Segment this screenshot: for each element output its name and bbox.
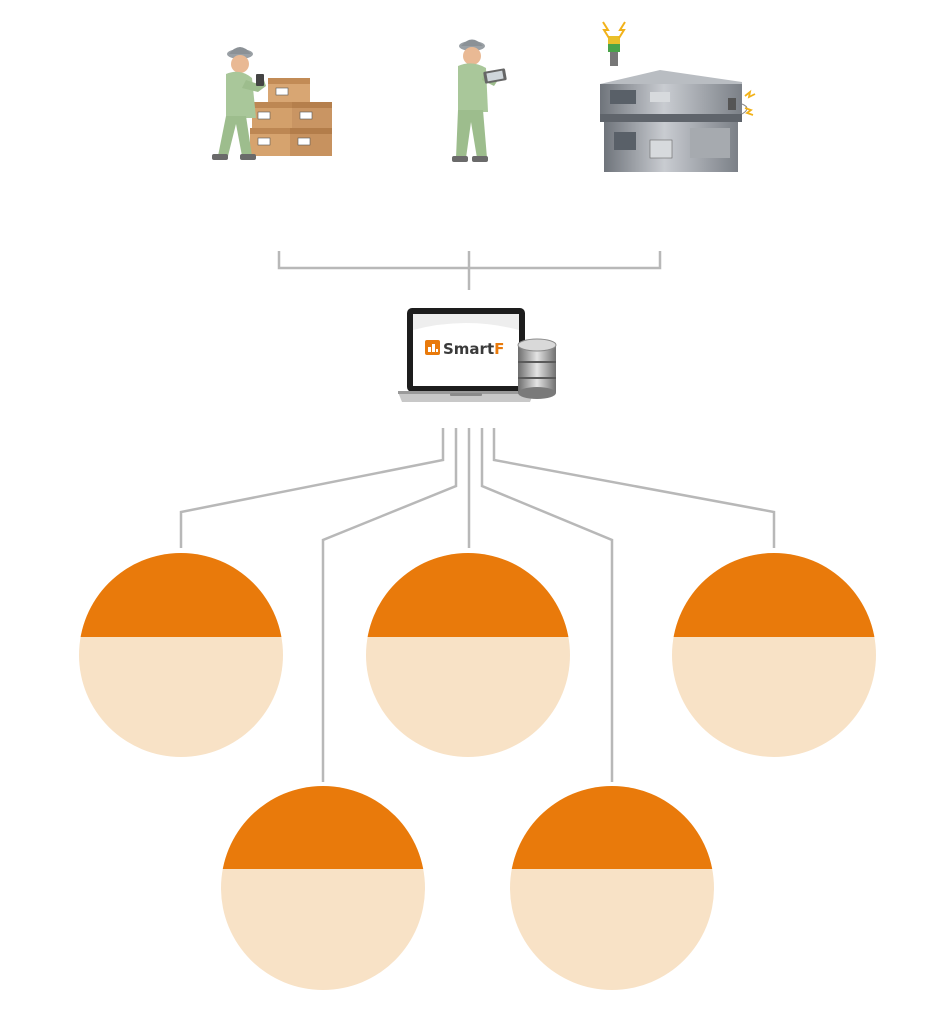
factory-machine-with-sensor-icon — [600, 21, 756, 172]
laptop-with-database-icon: SmartF — [398, 308, 557, 402]
output-circle-5 — [510, 786, 714, 990]
source-connector — [277, 251, 662, 290]
database-cylinder — [517, 338, 557, 399]
connector-to-circle-4 — [321, 428, 458, 782]
output-circle-4 — [221, 786, 425, 990]
connector-to-circle-5 — [480, 428, 614, 782]
logo-text-main: Smart — [443, 340, 494, 358]
worker-with-tablet-icon — [452, 39, 507, 162]
logo-text-accent: F — [494, 340, 504, 358]
worker-figure — [212, 47, 266, 160]
output-connectors — [179, 428, 776, 782]
output-circle-3 — [672, 553, 876, 757]
worker-scanning-boxes-icon — [212, 47, 332, 160]
output-circle-1 — [79, 553, 283, 757]
smartf-logo: SmartF — [425, 340, 504, 358]
cardboard-boxes — [250, 78, 332, 156]
svg-text:SmartF: SmartF — [443, 340, 504, 358]
connector-to-circle-1 — [179, 428, 445, 548]
connector-to-circle-3 — [492, 428, 776, 548]
output-circle-2 — [366, 553, 570, 757]
